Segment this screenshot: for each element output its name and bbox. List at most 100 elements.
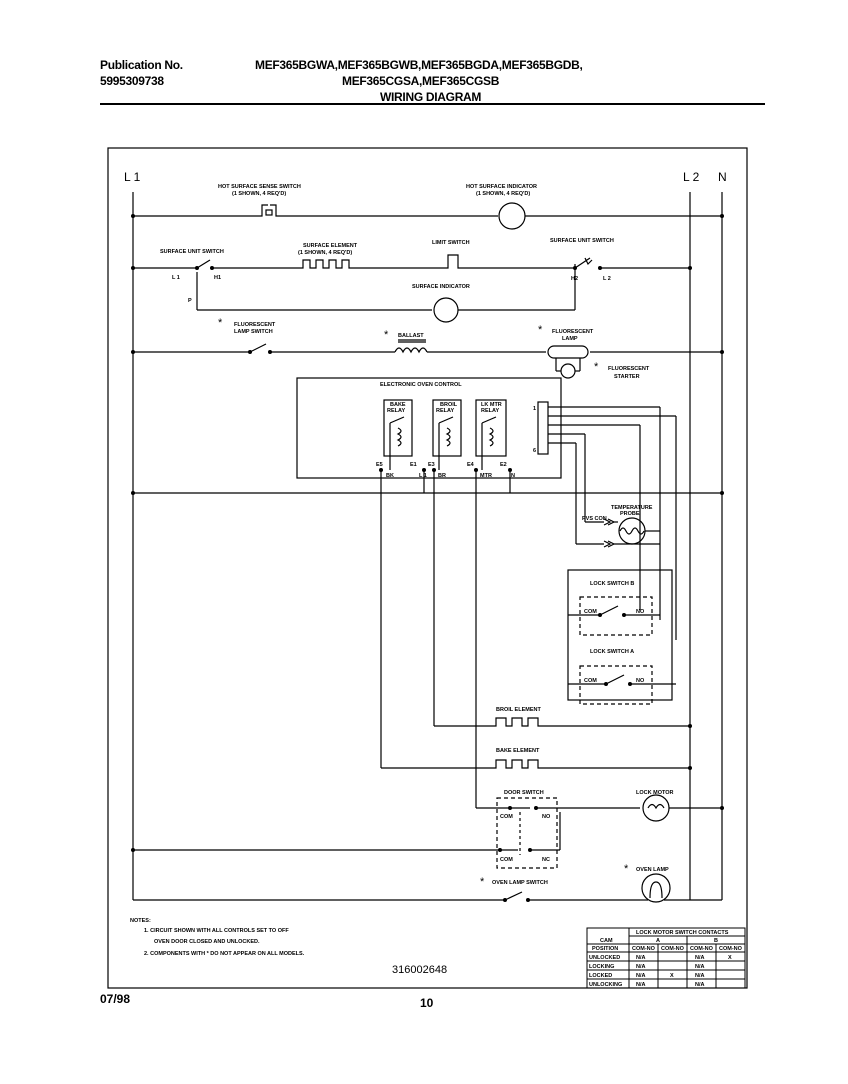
hot-surface-sense-switch-sub: (1 SHOWN, 4 REQ'D) xyxy=(232,191,286,197)
table-cam-label-2: POSITION xyxy=(592,946,618,952)
note-1-line-2: OVEN DOOR CLOSED AND UNLOCKED. xyxy=(154,939,260,945)
asterisk-oven-lamp-switch: * xyxy=(480,876,485,888)
electronic-oven-control-label: ELECTRONIC OVEN CONTROL xyxy=(380,382,462,388)
fluorescent-starter-label: FLUORESCENT xyxy=(608,366,650,372)
bake-relay-label: BAKE xyxy=(390,402,406,408)
lock-switch-b-no: NO xyxy=(636,609,645,615)
lock-motor-label: LOCK MOTOR xyxy=(636,790,674,796)
limit-switch-label: LIMIT SWITCH xyxy=(432,240,470,246)
door-switch-label: DOOR SWITCH xyxy=(504,790,544,796)
lock-switch-a-no: NO xyxy=(636,678,645,684)
table-row-pos: LOCKING xyxy=(589,964,614,970)
table-cell: N/A xyxy=(695,982,705,988)
table-col-b: B xyxy=(714,938,718,944)
lock-motor-relay-label-2: RELAY xyxy=(481,408,499,414)
asterisk-fluorescent-lamp: * xyxy=(538,324,543,336)
page-number: 10 xyxy=(420,996,434,1010)
surface-unit-switch-right-label: SURFACE UNIT SWITCH xyxy=(550,238,614,244)
table-sub-header: COM-NO xyxy=(632,946,656,952)
table-sub-header: COM-NO xyxy=(690,946,714,952)
table-cell: X xyxy=(728,955,732,961)
connector-pin-6: 6 xyxy=(533,448,536,454)
terminal-mtr: MTR xyxy=(480,473,492,479)
switch-h1-terminal: H1 xyxy=(214,275,221,281)
terminal-e5: E5 xyxy=(376,462,383,468)
fluorescent-lamp-label-2: LAMP xyxy=(562,336,578,342)
switch-h2-terminal: H2 xyxy=(571,276,578,282)
terminal-e4: E4 xyxy=(467,462,475,468)
table-row-pos: UNLOCKED xyxy=(589,955,620,961)
connector-pin-1: 1 xyxy=(533,406,536,412)
switch-l2-terminal: L 2 xyxy=(603,276,611,282)
asterisk-starter: * xyxy=(594,361,599,373)
table-cell: N/A xyxy=(636,964,646,970)
model-list-line-2: MEF365CGSA,MEF365CGSB xyxy=(342,74,500,88)
terminal-n: N xyxy=(511,473,515,479)
terminal-l1: L 1 xyxy=(419,473,427,479)
table-col-a: A xyxy=(656,938,660,944)
table-cell: N/A xyxy=(636,955,646,961)
table-title: LOCK MOTOR SWITCH CONTACTS xyxy=(636,930,729,936)
asterisk-ballast: * xyxy=(384,329,389,341)
neutral-rail-label: N xyxy=(718,170,727,184)
switch-p-terminal: P xyxy=(188,298,192,304)
publication-label: Publication No. xyxy=(100,58,183,72)
l2-rail-label: L 2 xyxy=(683,170,700,184)
table-sub-header: COM-NO xyxy=(719,946,743,952)
asterisk-lamp-switch: * xyxy=(218,317,223,329)
door-switch-com-upper: COM xyxy=(500,814,513,820)
hot-surface-sense-switch-label: HOT SURFACE SENSE SWITCH xyxy=(218,184,301,190)
terminal-e1: E1 xyxy=(410,462,417,468)
lock-motor-switch-table: LOCK MOTOR SWITCH CONTACTS A B CAM POSIT… xyxy=(586,927,746,989)
note-2: 2. COMPONENTS WITH * DO NOT APPEAR ON AL… xyxy=(144,951,305,957)
terminal-e3: E3 xyxy=(428,462,435,468)
surface-unit-switch-left-label: SURFACE UNIT SWITCH xyxy=(160,249,224,255)
temperature-probe-label-2: PROBE xyxy=(620,511,640,517)
footer-date: 07/98 xyxy=(100,992,131,1006)
lock-switch-a-com: COM xyxy=(584,678,597,684)
door-switch-nc: NC xyxy=(542,857,550,863)
ballast-label: BALLAST xyxy=(398,333,424,339)
table-cell: N/A xyxy=(695,964,705,970)
publication-number: 5995309738 xyxy=(100,74,164,88)
table-cell: N/A xyxy=(695,955,705,961)
hot-surface-indicator-sub: (1 SHOWN, 4 REQ'D) xyxy=(476,191,530,197)
table-sub-header: COM-NO xyxy=(661,946,685,952)
broil-element-label: BROIL ELEMENT xyxy=(496,707,541,713)
bake-element-label: BAKE ELEMENT xyxy=(496,748,540,754)
terminal-br: BR xyxy=(438,473,446,479)
surface-element-label: SURFACE ELEMENT xyxy=(303,243,358,249)
lock-switch-b-label: LOCK SWITCH B xyxy=(590,581,634,587)
broil-relay-label-2: RELAY xyxy=(436,408,454,414)
oven-lamp-label: OVEN LAMP xyxy=(636,867,669,873)
fluorescent-lamp-switch-label: FLUORESCENT xyxy=(234,322,276,328)
table-row-pos: LOCKED xyxy=(589,973,612,979)
table-cell: N/A xyxy=(695,973,705,979)
hot-surface-indicator-label: HOT SURFACE INDICATOR xyxy=(466,184,537,190)
door-switch-no: NO xyxy=(542,814,551,820)
fluorescent-lamp-switch-label-2: LAMP SWITCH xyxy=(234,329,273,335)
note-1-line-1: 1. CIRCUIT SHOWN WITH ALL CONTROLS SET T… xyxy=(144,928,289,934)
surface-element-sub: (1 SHOWN, 4 REQ'D) xyxy=(298,250,352,256)
notes-title: NOTES: xyxy=(130,918,151,924)
table-cell: N/A xyxy=(636,973,646,979)
table-cell: X xyxy=(670,973,674,979)
lock-motor-relay-label: LK MTR xyxy=(481,402,502,408)
terminal-bk: BK xyxy=(386,473,394,479)
table-cell: N/A xyxy=(636,982,646,988)
fluorescent-lamp-label: FLUORESCENT xyxy=(552,329,594,335)
fluorescent-starter-label-2: STARTER xyxy=(614,374,640,380)
temperature-probe-label: TEMPERATURE xyxy=(611,505,653,511)
table-cam-label: CAM xyxy=(600,938,613,944)
oven-lamp-switch-label: OVEN LAMP SWITCH xyxy=(492,880,548,886)
bake-relay-label-2: RELAY xyxy=(387,408,405,414)
table-row-pos: UNLOCKING xyxy=(589,982,622,988)
l1-rail-label: L 1 xyxy=(124,170,141,184)
diagram-number: 316002648 xyxy=(392,964,447,976)
probe-connector-label: PVS CON xyxy=(582,516,607,522)
switch-l1-terminal: L 1 xyxy=(172,275,180,281)
page-title: WIRING DIAGRAM xyxy=(380,90,482,104)
model-list-line-1: MEF365BGWA,MEF365BGWB,MEF365BGDA,MEF365B… xyxy=(255,58,583,72)
lock-switch-b-com: COM xyxy=(584,609,597,615)
